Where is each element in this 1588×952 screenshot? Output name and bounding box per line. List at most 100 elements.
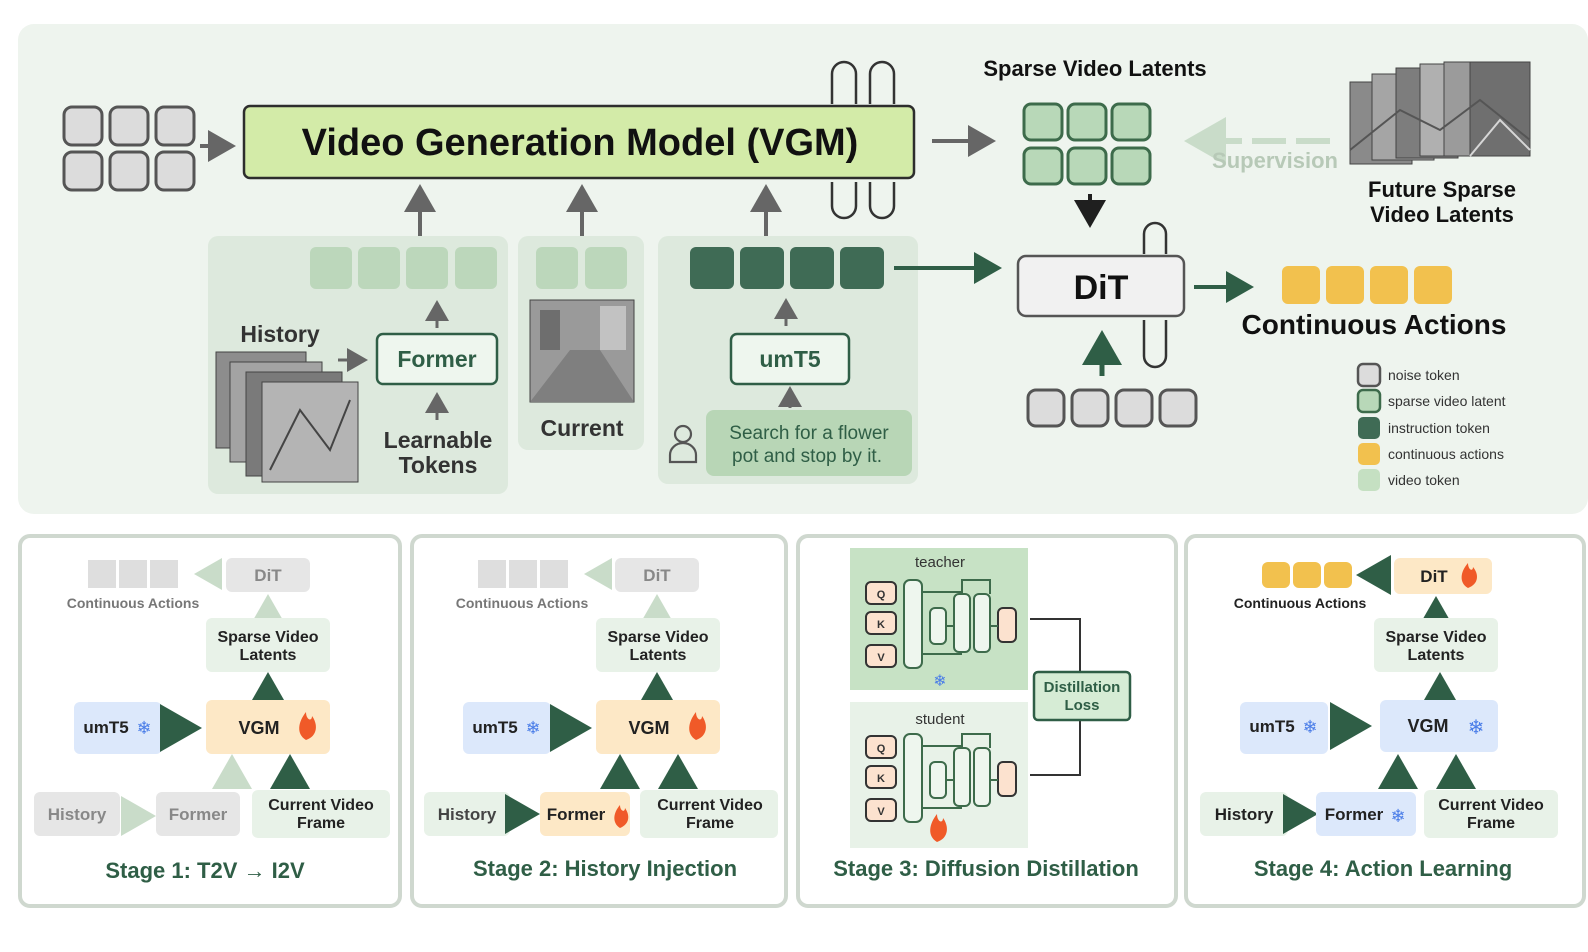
stage3-loss-line2: Loss [1064, 697, 1099, 714]
stage1-former-block [156, 792, 240, 836]
vgm-label: Video Generation Model (VGM) [302, 122, 859, 164]
legend-label-noise: noise token [1388, 367, 1460, 383]
stage2-umt5-label: umT5 [472, 718, 517, 737]
stage1-latents-line2: Latents [240, 647, 297, 664]
stage4-umt5-block [1240, 702, 1328, 754]
stage2-history-label: History [438, 805, 497, 824]
stage2-current-block [640, 790, 778, 838]
stage2-vgm-flame-icon [689, 712, 706, 740]
history-frames-image [215, 351, 359, 483]
stage4-latents-block [1374, 618, 1498, 672]
stage3-student-q-label: Q [877, 743, 886, 755]
stage3-student-k-label: K [877, 773, 885, 785]
dit-noise-tokens [1026, 388, 1198, 428]
sparse-latents-title: Sparse Video Latents [983, 56, 1206, 81]
stage4-action-tokens [1262, 562, 1352, 588]
stage1-vgm-flame-icon [299, 712, 316, 740]
legend: noise token sparse video latent instruct… [1356, 362, 1506, 491]
stage1-actions-label: Continuous Actions [67, 595, 200, 611]
instruction-prompt-box [706, 410, 912, 476]
learnable-label-line1: Learnable [384, 427, 493, 453]
supervision-label: Supervision [1212, 148, 1338, 173]
stage4-history-label: History [1215, 805, 1274, 824]
stage2-action-tokens [478, 560, 568, 588]
stage1-latents-block [206, 618, 330, 672]
stage4-former-snowflake-icon: ❄ [1390, 806, 1405, 827]
stage2-vgm-block [596, 700, 720, 754]
stage2-current-line2: Frame [686, 815, 734, 832]
stage4-umt5-snowflake-icon: ❄ [1302, 717, 1317, 738]
legend-label-latent: sparse video latent [1388, 393, 1506, 409]
vgm-loop-icon [830, 60, 896, 220]
stage3-teacher-k-label: K [877, 619, 885, 631]
stage3-teacher-unet [865, 579, 1017, 669]
stage3-title: Stage 3: Diffusion Distillation [833, 856, 1139, 881]
stage4-history-block [1200, 792, 1288, 836]
stage3-student-flame-icon [930, 814, 947, 842]
learnable-label-line2: Tokens [399, 452, 478, 478]
legend-swatch-noise [1356, 362, 1382, 388]
stage2-vgm-label: VGM [628, 718, 669, 738]
legend-label-video: video token [1388, 472, 1460, 488]
stage4-dit-flame-icon [1461, 563, 1478, 588]
stage1-vgm-label: VGM [238, 718, 279, 738]
former-block [375, 332, 499, 386]
stage4-title: Stage 4: Action Learning [1254, 856, 1512, 881]
stage2-title: Stage 2: History Injection [473, 856, 737, 881]
current-label: Current [540, 415, 623, 441]
stage2-umt5-block [463, 702, 551, 754]
stage2-former-flame-icon [614, 805, 629, 828]
stage1-current-block [252, 790, 390, 838]
current-frame-image [529, 299, 635, 403]
current-latent-tokens [536, 247, 627, 289]
stage4-umt5-label: umT5 [1249, 717, 1294, 736]
legend-label-actions: continuous actions [1388, 446, 1504, 462]
legend-label-instruction: instruction token [1388, 420, 1490, 436]
umt5-label: umT5 [759, 346, 821, 372]
stage4-dit-label: DiT [1420, 567, 1448, 586]
stage1-umt5-snowflake-icon: ❄ [136, 718, 151, 739]
continuous-actions-label: Continuous Actions [1242, 309, 1507, 340]
stage3-student-unet [865, 733, 1017, 823]
dit-loop-icon [1142, 221, 1168, 369]
stage1-current-line1: Current Video [268, 797, 374, 814]
stage4-former-block [1316, 792, 1416, 836]
stage1-dit-block [226, 558, 310, 592]
stage4-latents-line1: Sparse Video [1385, 629, 1486, 646]
stage2-history-block [424, 792, 510, 836]
stage2-latents-line1: Sparse Video [607, 629, 708, 646]
stage1-action-tokens [88, 560, 178, 588]
stage1-history-label: History [48, 805, 107, 824]
dit-block [1016, 254, 1186, 318]
vgm-block [242, 104, 916, 180]
stage1-former-label: Former [169, 805, 228, 824]
history-latent-tokens [310, 247, 497, 289]
stage3-teacher-v-label: V [877, 652, 885, 664]
future-label-line2: Video Latents [1370, 202, 1514, 227]
stage2-former-label: Former [547, 805, 606, 824]
stage1-title: Stage 1: T2V → I2V [105, 858, 305, 883]
stage1-vgm-block [206, 700, 330, 754]
instruction-text-line2: pot and stop by it. [732, 446, 882, 467]
stage3-teacher-to-loss-line [1030, 618, 1081, 672]
stage4-vgm-block [1380, 700, 1498, 752]
stage2-latents-line2: Latents [630, 647, 687, 664]
stage3-teacher-q-label: Q [877, 589, 886, 601]
former-label: Former [397, 346, 476, 372]
stage4-current-line1: Current Video [1438, 797, 1544, 814]
stage3-loss-line1: Distillation [1044, 679, 1121, 696]
sparse-latent-grid [1022, 102, 1152, 186]
stage1-umt5-label: umT5 [83, 718, 128, 737]
continuous-action-tokens [1282, 266, 1452, 304]
stage4-former-label: Former [1325, 805, 1384, 824]
stage2-dit-label: DiT [643, 566, 671, 585]
legend-swatch-instruction [1358, 417, 1380, 439]
future-label-line1: Future Sparse [1368, 177, 1516, 202]
instruction-text-line1: Search for a flower [729, 423, 889, 444]
stage2-latents-block [596, 618, 720, 672]
history-label: History [240, 321, 319, 347]
stage3-student-to-loss-line [1030, 720, 1081, 776]
stage1-latents-line1: Sparse Video [217, 629, 318, 646]
stage4-latents-line2: Latents [1408, 647, 1465, 664]
